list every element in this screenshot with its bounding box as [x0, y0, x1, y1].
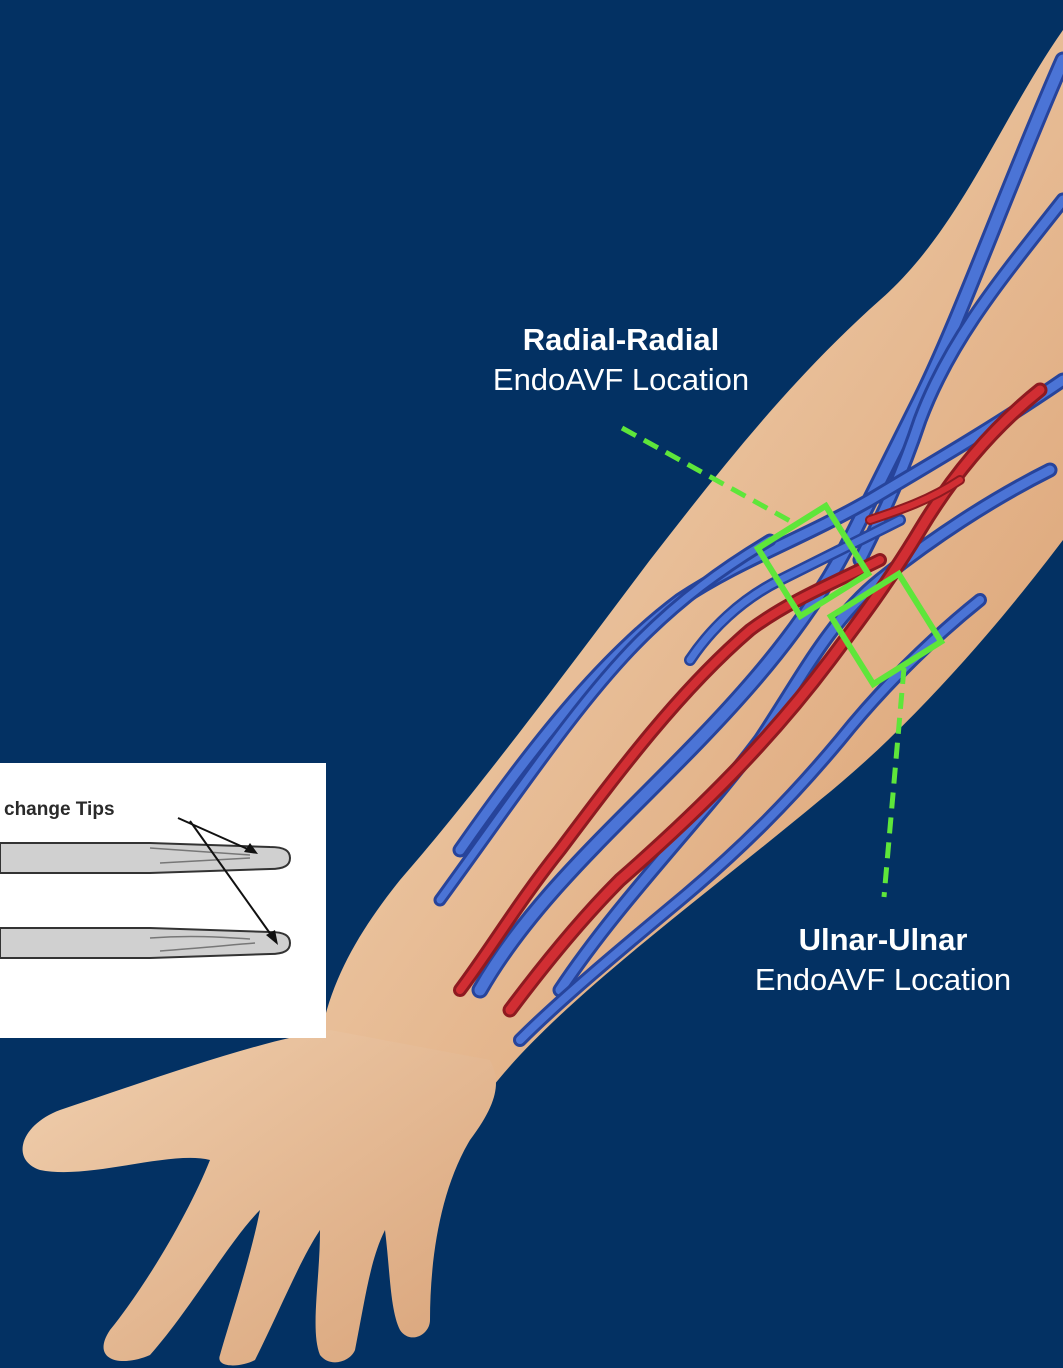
ulnar-title: Ulnar-Ulnar [718, 920, 1048, 960]
radial-radial-label: Radial-Radial EndoAVF Location [456, 320, 786, 400]
ulnar-subtitle: EndoAVF Location [718, 960, 1048, 1000]
hand [23, 1030, 496, 1365]
catheter-inset: change Tips [0, 763, 326, 1038]
catheter-tips-illustration [0, 763, 326, 1038]
ulnar-ulnar-label: Ulnar-Ulnar EndoAVF Location [718, 920, 1048, 1000]
radial-title: Radial-Radial [456, 320, 786, 360]
radial-subtitle: EndoAVF Location [456, 360, 786, 400]
